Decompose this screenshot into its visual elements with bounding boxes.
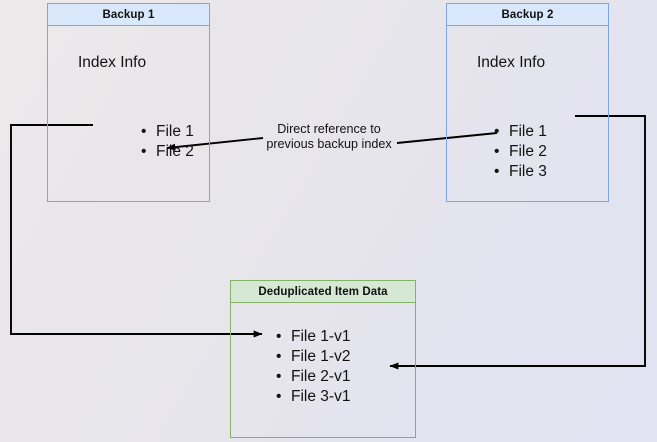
- node-backup-1-index-label: Index Info: [78, 54, 147, 71]
- node-backup-2-header: Backup 2: [447, 4, 608, 26]
- direct-reference-caption-line-1: Direct reference to: [277, 122, 381, 136]
- node-backup-2[interactable]: Backup 2 Index Info File 1 File 2 File 3: [446, 3, 609, 202]
- list-item: File 1: [494, 122, 547, 142]
- direct-reference-caption: Direct reference to previous backup inde…: [249, 122, 409, 152]
- list-item: File 3: [494, 162, 547, 182]
- node-deduplicated-item-data[interactable]: Deduplicated Item Data File 1-v1 File 1-…: [230, 280, 416, 438]
- node-deduplicated-item-data-body: File 1-v1 File 1-v2 File 2-v1 File 3-v1: [231, 303, 415, 437]
- node-backup-2-index-label: Index Info: [477, 54, 546, 71]
- node-backup-1-file-list: File 1 File 2: [141, 122, 194, 162]
- list-item: File 2: [141, 142, 194, 162]
- node-deduplicated-item-data-header: Deduplicated Item Data: [231, 281, 415, 303]
- node-backup-1-header: Backup 1: [48, 4, 209, 26]
- list-item: File 1-v1: [276, 327, 350, 347]
- list-item: File 1: [141, 122, 194, 142]
- node-backup-1[interactable]: Backup 1 Index Info File 1 File 2: [47, 3, 210, 202]
- node-deduplicated-file-list: File 1-v1 File 1-v2 File 2-v1 File 3-v1: [276, 327, 350, 407]
- node-backup-2-body: Index Info File 1 File 2 File 3: [447, 26, 608, 201]
- list-item: File 3-v1: [276, 387, 350, 407]
- list-item: File 2: [494, 142, 547, 162]
- list-item: File 2-v1: [276, 367, 350, 387]
- node-backup-1-body: Index Info File 1 File 2: [48, 26, 209, 201]
- node-backup-2-file-list: File 1 File 2 File 3: [494, 122, 547, 182]
- list-item: File 1-v2: [276, 347, 350, 367]
- direct-reference-caption-line-2: previous backup index: [266, 137, 392, 151]
